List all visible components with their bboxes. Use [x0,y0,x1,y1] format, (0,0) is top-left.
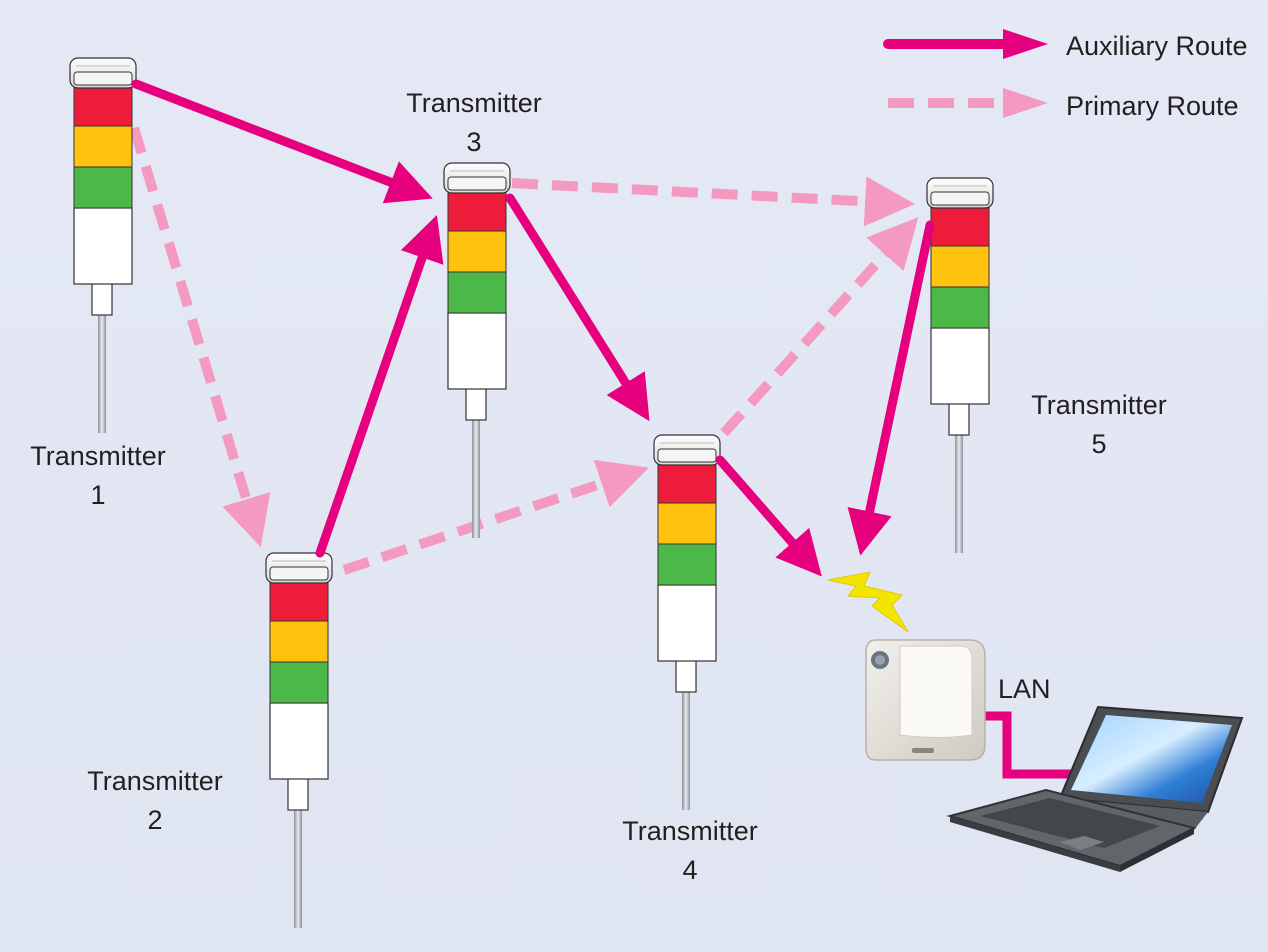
auxiliary-route-2-to-3 [315,214,444,558]
lightning-icon [827,571,909,633]
auxiliary-routes [131,79,935,577]
primary-route-3-to-5 [511,176,915,227]
primary-route-legend-label: Primary Route [1066,91,1239,121]
signal-tower-icon-2 [265,552,333,929]
primary-routes [129,126,919,575]
transmitter-4-name: Transmitter [622,816,758,846]
primary-route-4-to-5 [720,217,919,437]
transmitter-4-label: Transmitter 4 [610,812,770,890]
receiver-unit-icon [865,639,986,761]
transmitter-2-number: 2 [147,805,163,835]
auxiliary-route-3-to-4 [505,193,650,422]
transmitter-2-name: Transmitter [87,766,223,796]
transmitter-3-name: Transmitter [406,88,542,118]
transmitter-5-name: Transmitter [1031,390,1167,420]
signal-tower-icon-1 [69,57,137,434]
transmitter-5-number: 5 [1091,429,1107,459]
auxiliary-route-legend-arrowhead [1003,29,1048,59]
transmitter-1-label: Transmitter 1 [18,437,178,515]
transmitter-4-number: 4 [682,855,698,885]
signal-tower-icon-5 [926,177,994,554]
signal-tower-icon-3 [443,162,511,539]
legend [883,29,1048,118]
transmitter-5-label: Transmitter 5 [1019,386,1179,464]
auxiliary-route-legend-label: Auxiliary Route [1066,31,1248,61]
transmitter-1-name: Transmitter [30,441,166,471]
transmitter-1-number: 1 [90,480,106,510]
laptop-icon [946,705,1244,872]
lan-cable [980,711,1072,779]
primary-route-2-to-4 [342,459,649,575]
transmitter-3-label: Transmitter 3 [394,84,554,162]
transmitter-3-number: 3 [466,127,482,157]
signal-tower-icon-4 [653,434,721,811]
auxiliary-route-4-to-receiver [715,455,822,577]
primary-route-1-to-2 [129,126,271,548]
auxiliary-route-5-to-receiver [847,220,935,556]
primary-route-legend-arrowhead [1003,88,1048,118]
auxiliary-route-1-to-3 [131,79,433,204]
transmitter-2-label: Transmitter 2 [75,762,235,840]
lan-label: LAN [998,674,1051,704]
